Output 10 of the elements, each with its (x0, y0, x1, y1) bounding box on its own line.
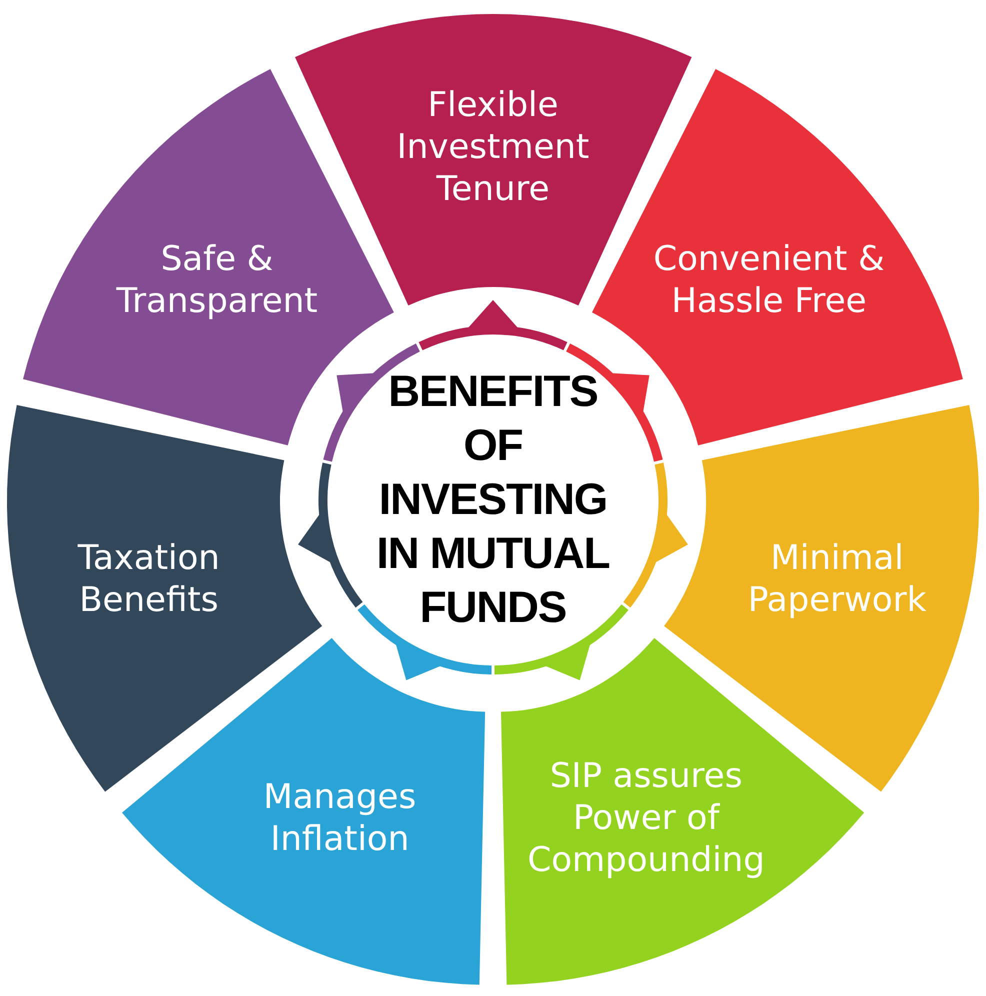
ring-segment (122, 638, 486, 986)
segment-label: Manages Inflation (262, 776, 418, 860)
segment-label: Safe & Transparent (115, 238, 319, 322)
ring-segment (500, 638, 864, 986)
segment-label: SIP assures Power of Compounding (526, 755, 766, 882)
segment-label: Taxation Benefits (76, 536, 221, 621)
segment-label: Minimal Paperwork (746, 536, 928, 621)
segment-label: Flexible Investment Tenure (396, 84, 590, 210)
segment-label: Convenient & Hassle Free (652, 238, 886, 322)
center-title: BENEFITS OF INVESTING IN MUTUAL FUNDS (376, 366, 610, 634)
